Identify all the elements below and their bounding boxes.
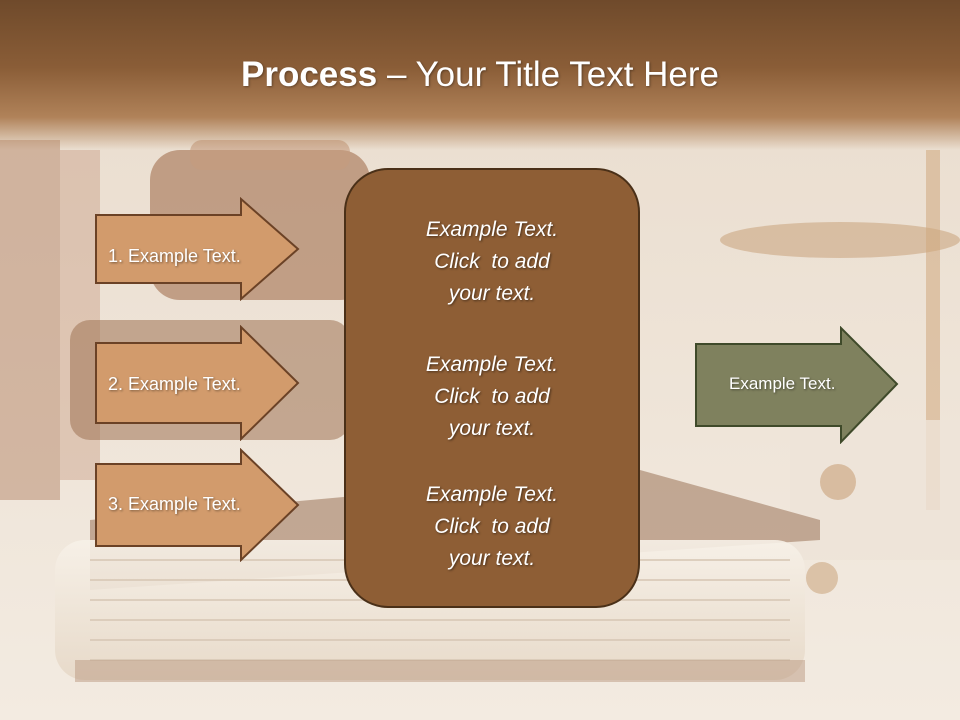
title-bold: Process: [241, 55, 378, 94]
paragraph-line: your text.: [448, 547, 536, 570]
paragraph-line: Example Text.: [425, 218, 559, 241]
paragraph-line: your text.: [448, 417, 536, 440]
center-paragraph-2: Example Text. Click to add your text.: [346, 349, 638, 445]
paragraph-line: Example Text.: [425, 483, 559, 506]
arrow-shape: [95, 448, 300, 562]
step-label-1: 1. Example Text.: [108, 246, 241, 266]
paragraph-line: Example Text.: [425, 353, 559, 376]
step-arrow-1[interactable]: 1. Example Text.: [95, 197, 300, 301]
step-arrow-3[interactable]: 3. Example Text.: [95, 448, 300, 562]
paragraph-line: Click to add: [434, 515, 550, 538]
paragraph-line: Click to add: [434, 250, 550, 273]
slide-title[interactable]: Process – Your Title Text Here: [0, 52, 960, 98]
step-label-3: 3. Example Text.: [108, 494, 241, 514]
arrow-shape: [95, 197, 300, 301]
paragraph-line: your text.: [448, 282, 536, 305]
arrow-shape: [695, 326, 899, 444]
title-band: [0, 0, 960, 150]
step-arrow-2[interactable]: 2. Example Text.: [95, 325, 300, 441]
step-label-2: 2. Example Text.: [108, 374, 241, 394]
paragraph-line: Click to add: [434, 385, 550, 408]
center-text-box[interactable]: Example Text. Click to add your text. Ex…: [344, 168, 640, 608]
center-paragraph-1: Example Text. Click to add your text.: [346, 214, 638, 310]
center-paragraph-3: Example Text. Click to add your text.: [346, 479, 638, 575]
arrow-shape: [95, 325, 300, 441]
title-rest: – Your Title Text Here: [377, 55, 719, 94]
result-arrow[interactable]: Example Text.: [695, 326, 899, 444]
result-label: Example Text.: [729, 374, 836, 393]
